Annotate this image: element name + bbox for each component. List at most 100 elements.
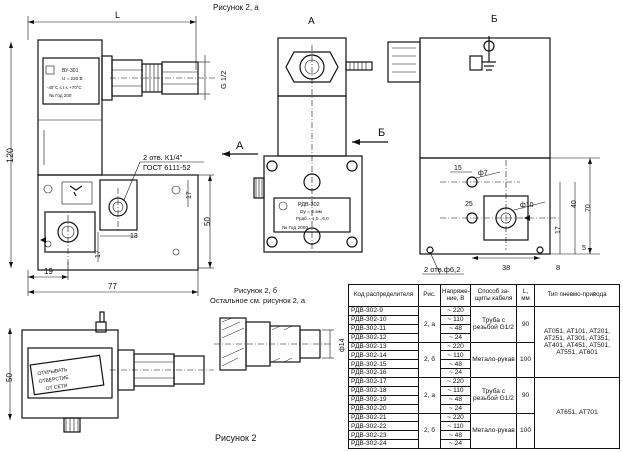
cell-voltage: ~ 24: [440, 403, 471, 414]
cell-code: РДВ-302-22: [348, 421, 419, 432]
cell-actuator: АТ051, АТ101, АТ201, АТ251, АТ301, АТ351…: [534, 306, 620, 378]
cell-code: РДВ-302-17: [348, 377, 419, 387]
plate-bottom-line3: ОТ СЕТИ: [45, 383, 68, 392]
plate-left-line1: ВУ-301: [62, 68, 79, 74]
cell-code: РДВ-302-20: [348, 403, 419, 414]
cell-voltage: ~ 220: [440, 306, 471, 316]
cell-code: РДВ-302-18: [348, 385, 419, 396]
table-row: РДВ-302-24 ~ 24: [348, 439, 620, 449]
cell-code: РДВ-302-13: [348, 341, 419, 352]
cell-voltage: ~ 220: [440, 412, 471, 423]
cell-L: 100: [516, 412, 535, 449]
front-view: L 120 ВУ-301 U = 220 В -40°С ≤ t ≤ +70°С…: [5, 10, 228, 296]
cell-voltage: ~ 48: [440, 359, 471, 370]
cell-voltage: ~ 24: [440, 368, 471, 378]
cell-code: РДВ-302-24: [348, 439, 419, 449]
cell-code: РДВ-302-23: [348, 430, 419, 441]
cell-voltage: ~ 110: [440, 421, 471, 432]
plate-left-line2: U = 220 В: [62, 76, 83, 81]
cell-code: РДВ-302-11: [348, 323, 419, 334]
plate-bottom-line1: ОТКРЫВАТЬ: [37, 367, 68, 377]
dim-phi10: ф10: [520, 202, 534, 209]
cell-voltage: ~ 110: [440, 385, 471, 396]
arrow-b-label: Б: [378, 127, 385, 139]
hole-thread-label: 2 отв. К1/4": [143, 153, 183, 162]
cell-code: РДВ-302-10: [348, 314, 419, 325]
plate-left-line4: № Год 200: [49, 93, 72, 98]
table-row: РДВ-302-21 2, б ~ 220 Метало-рукав 100: [348, 412, 620, 449]
dim-50-bottom: 50: [5, 373, 14, 382]
dim-L: L: [115, 10, 120, 20]
cell-voltage: ~ 48: [440, 323, 471, 334]
cell-code: РДВ-302-19: [348, 394, 419, 405]
view-label-b: Б: [491, 14, 498, 25]
view-label-a: А: [308, 16, 315, 27]
dim-8: 8: [556, 263, 560, 272]
gost-label: ГОСТ 6111-52: [143, 163, 191, 172]
dim-120: 120: [5, 148, 15, 163]
cell-voltage: ~ 48: [440, 394, 471, 405]
dim-17c: 17: [555, 226, 562, 234]
cell-code: РДВ-302-21: [348, 412, 419, 423]
cell-voltage: ~ 220: [440, 341, 471, 352]
cell-protection: Метало-рукав: [470, 412, 517, 449]
dim-17b: 17: [95, 250, 102, 258]
plate-mid-line4: № Год 2000: [282, 225, 308, 231]
figure-title-top: Рисунок 2, а: [213, 3, 259, 12]
cell-voltage: ~ 220: [440, 377, 471, 387]
table-row: РДВ-302-17 2, а ~ 220 Труба с резьбой G1…: [348, 377, 620, 449]
header-fig: Рис.: [418, 284, 441, 307]
dim-13: 13: [130, 233, 138, 240]
cell-protection: Труба с резьбой G1/2: [470, 377, 517, 414]
plate-mid-line1: РДВ-302: [298, 202, 320, 208]
cell-fig: 2, а: [418, 377, 441, 414]
figure-title-bottom: Рисунок 2: [215, 433, 256, 443]
cell-fig: 2, а: [418, 306, 441, 343]
view-b: 15 ф7 25 ф10 17 40 70 5 2 отв.ф6,2 38 8: [387, 36, 600, 275]
figure-2b-note: Остальное см. рисунок 2, а: [210, 296, 306, 305]
dim-40: 40: [571, 200, 578, 208]
header-actuator: Тип пневмо-привода: [534, 284, 620, 307]
cell-fig: 2, б: [418, 412, 441, 449]
plate-left-line3: -40°С ≤ t ≤ +70°С: [47, 85, 82, 90]
cell-voltage: ~ 110: [440, 314, 471, 325]
dim-50-left: 50: [203, 217, 212, 226]
figure-2b-title: Рисунок 2, б: [234, 286, 277, 295]
header-protection: Способ за-щиты кабеля: [470, 284, 517, 307]
dim-phi14: ф14: [339, 338, 346, 352]
header-voltage: Напряже-ние, В: [440, 284, 471, 307]
dim-25: 25: [465, 201, 473, 208]
dim-70: 70: [585, 204, 592, 212]
two-holes-label: 2 отв.ф6,2: [424, 265, 460, 274]
cell-voltage: ~ 24: [440, 332, 471, 343]
cell-voltage: ~ 110: [440, 350, 471, 361]
dim-phi7: ф7: [478, 170, 488, 177]
cell-code: РДВ-302-12: [348, 332, 419, 343]
view-a: Б А РДВ-302 Dу = 6 мм Рраб = 1,0...6,0 №…: [222, 37, 388, 253]
cell-actuator: АТ651, АТ701: [534, 377, 620, 449]
dim-5: 5: [582, 245, 586, 252]
dim-19: 19: [44, 267, 53, 276]
cell-code: РДВ-302-16: [348, 368, 419, 378]
table-row: РДВ-302-9 2, а ~ 220 Труба с резьбой G1/…: [348, 306, 620, 378]
arrow-a-label: А: [236, 140, 244, 152]
dim-15: 15: [454, 165, 462, 172]
cell-code: РДВ-302-15: [348, 359, 419, 370]
plate-mid-line2: Dу = 6 мм: [300, 209, 322, 215]
header-L: L, мм: [516, 284, 535, 307]
cell-code: РДВ-302-9: [348, 306, 419, 316]
cell-L: 90: [516, 306, 535, 343]
plate-bottom-line2: ОТВЕРСТИЕ: [38, 375, 70, 385]
dim-38: 38: [502, 263, 510, 272]
cell-L: 90: [516, 377, 535, 414]
plate-mid-line3: Рраб = 1,0...6,0: [296, 216, 329, 221]
cell-L: 100: [516, 341, 535, 378]
cell-voltage: ~ 24: [440, 439, 471, 449]
figure-2b: Рисунок 2, б Остальное см. рисунок 2, а …: [210, 286, 346, 371]
bottom-view: 50 ОТКРЫВАТЬ ОТВЕРСТИЕ ОТ СЕТИ Рисунок 2: [5, 311, 256, 443]
header-code: Код распределителя: [348, 284, 419, 307]
cell-protection: Труба с резьбой G1/2: [470, 306, 517, 343]
cell-code: РДВ-302-14: [348, 350, 419, 361]
dim-17: 17: [186, 191, 193, 199]
